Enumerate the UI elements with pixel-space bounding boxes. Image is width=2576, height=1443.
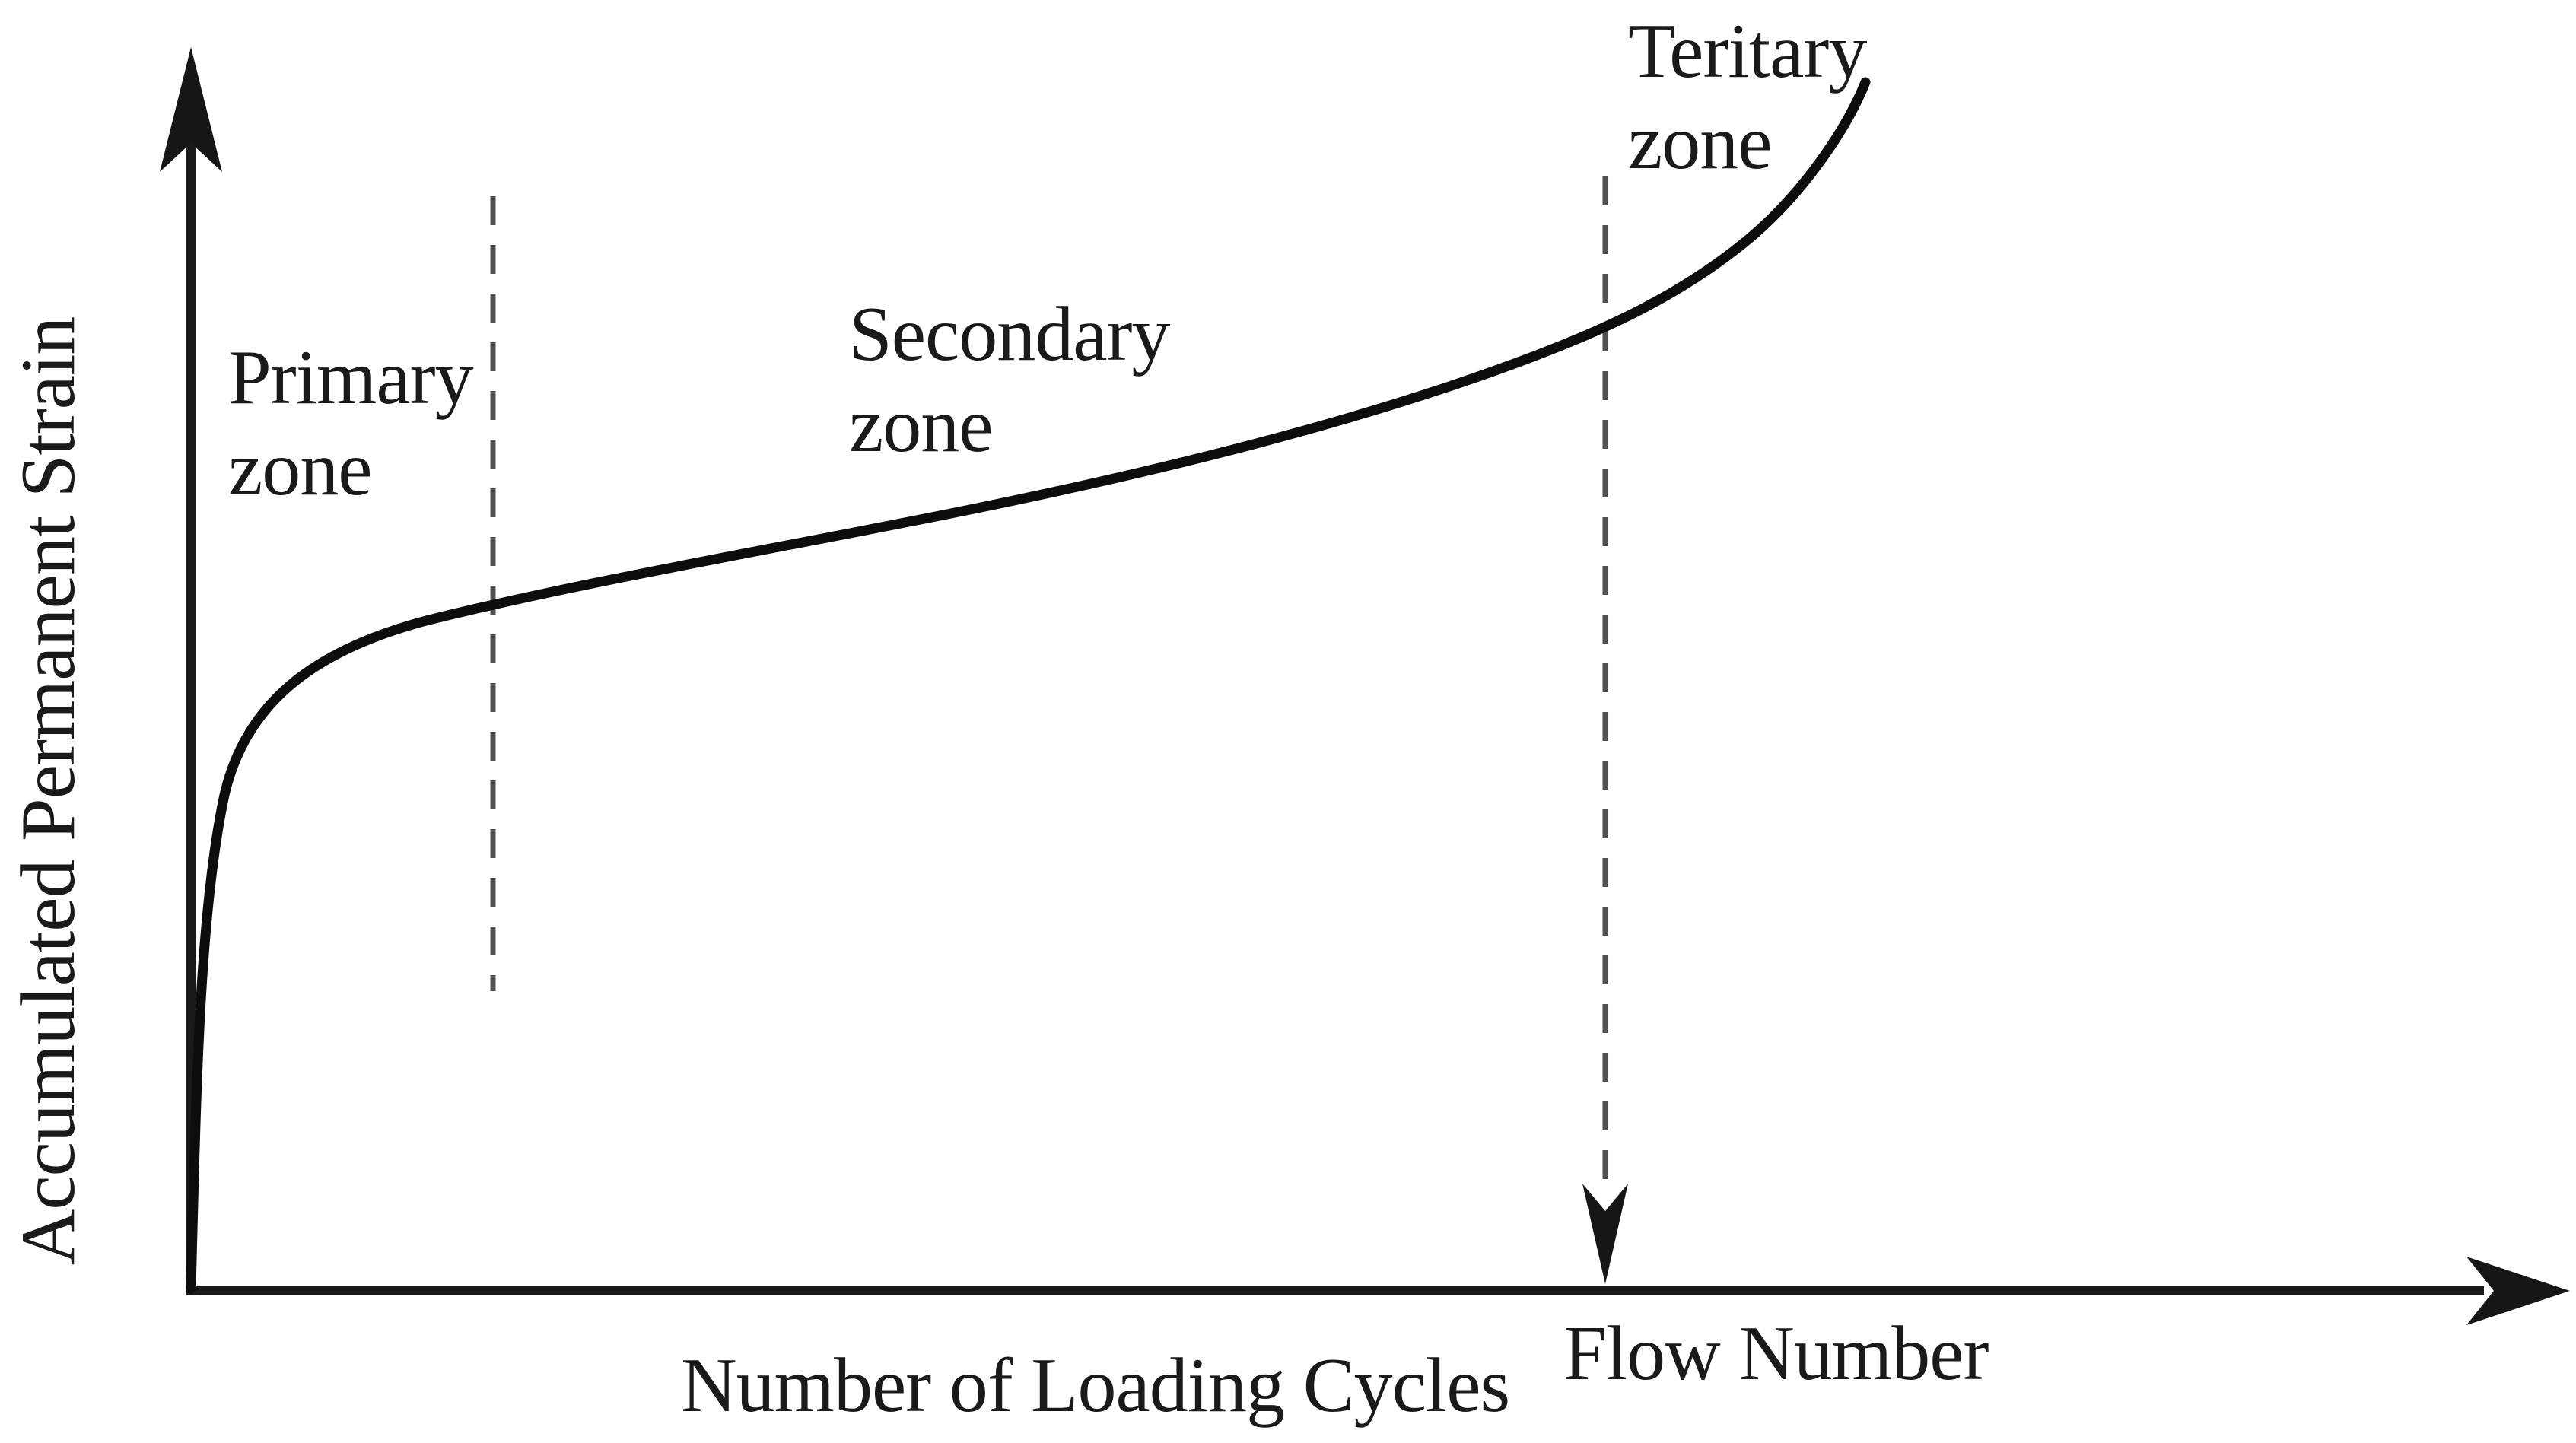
- tertiary-zone-label-line2: zone: [1628, 100, 1773, 186]
- secondary-zone-label-line1: Secondary: [849, 291, 1171, 377]
- y-axis-arrowhead: [160, 47, 222, 172]
- strain-curve: [186, 77, 1871, 1294]
- primary-zone-label-line2: zone: [228, 426, 373, 512]
- primary-zone-label: Primary zone: [228, 332, 474, 515]
- secondary-zone-label-line2: zone: [849, 383, 994, 469]
- tertiary-zone-label-line1: Teritary: [1628, 8, 1867, 94]
- secondary-zone-label: Secondary zone: [849, 289, 1171, 472]
- tertiary-zone-label: Teritary zone: [1628, 6, 1867, 189]
- x-axis-arrowhead: [2466, 1257, 2570, 1325]
- x-axis-label: Number of Loading Cycles: [681, 1343, 1510, 1429]
- primary-zone-label-line1: Primary: [228, 335, 474, 421]
- y-axis-label: Accumulated Permanent Strain: [5, 316, 91, 1266]
- flow-number-label: Flow Number: [1563, 1311, 1989, 1397]
- flow-number-arrowhead: [1582, 1184, 1628, 1284]
